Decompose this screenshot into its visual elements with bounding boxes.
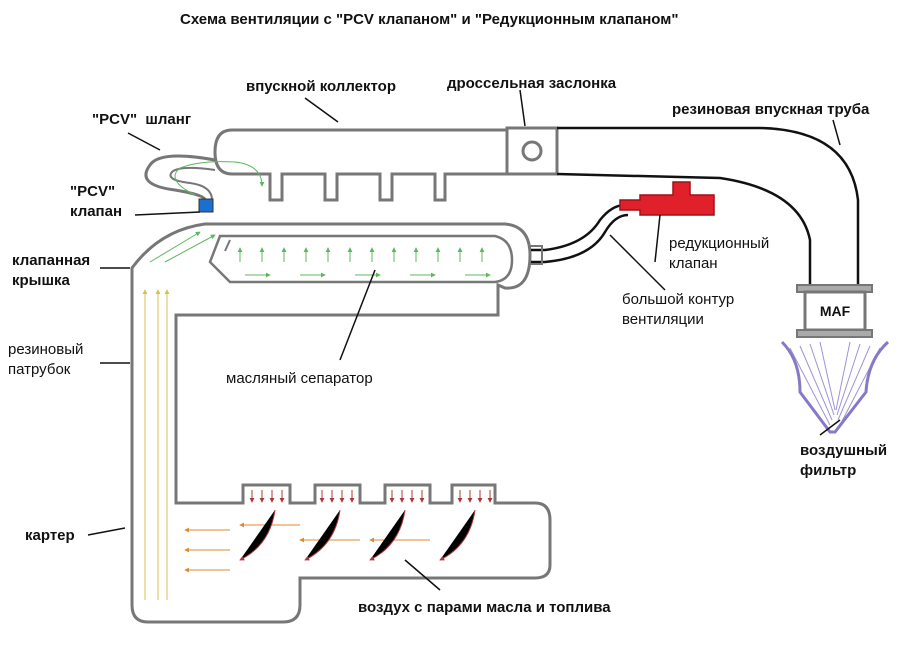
engine-block-outline [130, 222, 552, 624]
label-rubber-hose: резиновый патрубок [8, 341, 84, 378]
cylinder-blowby-arrows [239, 490, 493, 561]
air-filter-housing [780, 340, 890, 434]
separator-baffle [224, 239, 231, 252]
throttle-body [505, 126, 559, 176]
pcv-hose [144, 154, 216, 201]
label-oil-separator: масляный сепаратор [226, 370, 373, 387]
label-throttle: дроссельная заслонка [447, 75, 617, 92]
big-circuit-hose-fitting [529, 245, 543, 265]
rubber-intake-pipe-inner [556, 172, 812, 285]
separator-flow-arrows [237, 247, 491, 278]
riser-flow-arrows [142, 289, 170, 600]
label-blowby: воздух с парами масла и топлива [358, 599, 611, 616]
maf-flange-bottom [796, 329, 873, 338]
label-intake-manifold: впускной коллектор [246, 78, 396, 95]
big-circuit-hose [530, 203, 626, 252]
label-rubber-intake-pipe: резиновая впускная труба [672, 101, 870, 118]
big-circuit-hose-inner [530, 213, 629, 264]
valve-cover-flow-arrows [149, 231, 216, 263]
maf-body [803, 290, 867, 332]
label-air-filter: воздушный фильтр [800, 442, 888, 479]
label-pcv-hose: "PCV" шланг [92, 111, 192, 128]
air-filter-pleats [789, 341, 881, 426]
diagram-title: Схема вентиляции с "PCV клапаном" и "Ред… [180, 11, 679, 28]
label-reduction-valve: редукционный клапан [669, 235, 770, 272]
leader-lines [87, 89, 841, 591]
maf-label: MAF [820, 303, 851, 319]
pcv-valve [198, 198, 214, 213]
label-big-circuit: большой контур вентиляции [622, 291, 735, 328]
label-pcv-valve: "PCV" клапан [70, 183, 123, 220]
pcv-flow-arrow [174, 161, 265, 196]
reduction-valve [619, 181, 715, 216]
intake-manifold-shape [213, 128, 509, 202]
oil-separator-body [208, 234, 514, 284]
pcv-hose-inner [169, 166, 216, 201]
throttle-plate-icon [521, 140, 543, 162]
label-valve-cover: клапанная крышка [12, 252, 91, 289]
rubber-intake-pipe [557, 126, 860, 285]
label-crankcase: картер [25, 527, 75, 544]
